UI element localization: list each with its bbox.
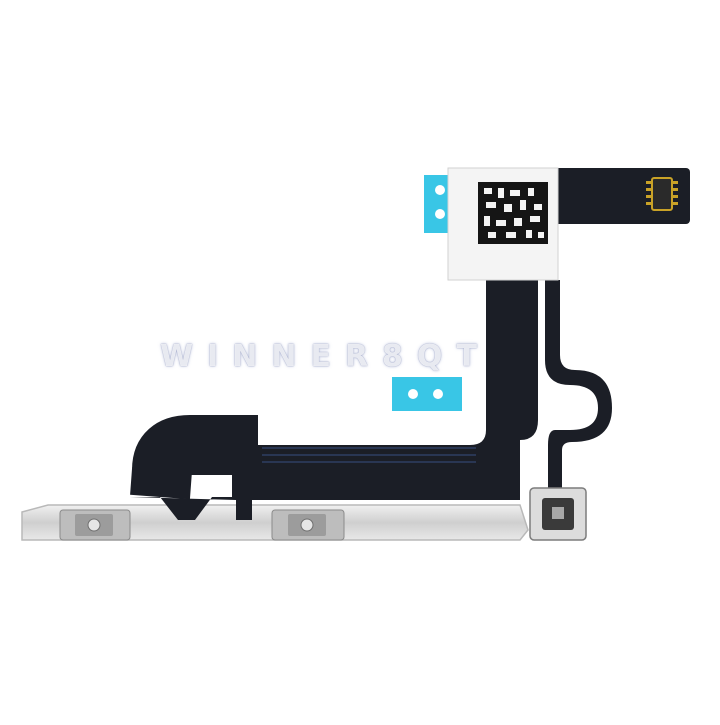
board-connector [646,177,678,211]
volume-down-switch [271,509,345,541]
mute-switch [529,487,587,541]
watermark-text: WINNER8QT [160,339,491,374]
data-matrix-label [447,167,559,281]
volume-up-switch [59,509,131,541]
cyan-tape-middle [392,377,462,411]
